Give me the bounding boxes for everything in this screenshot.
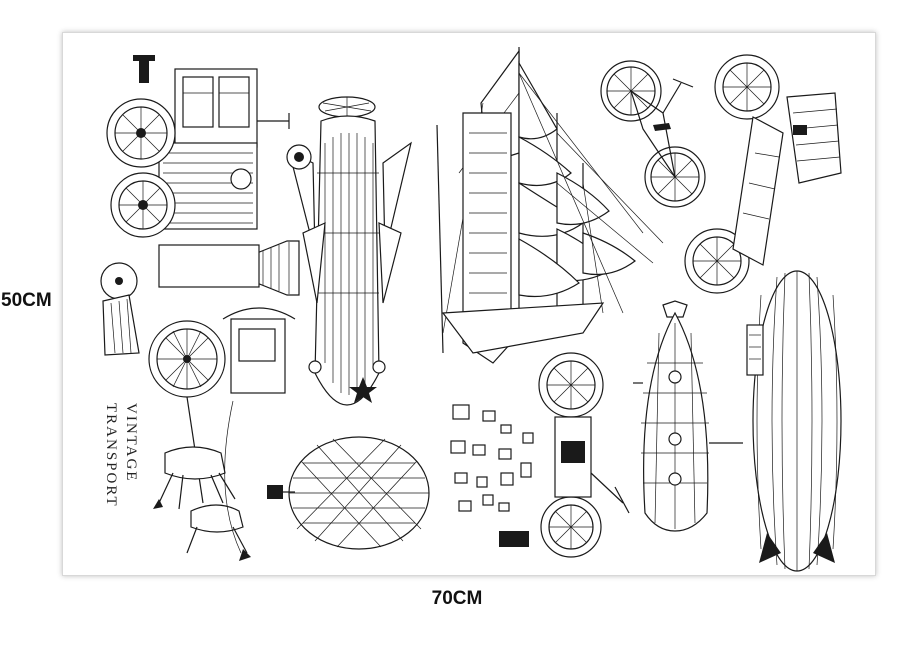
sheet-caption-transport: TRANSPORT xyxy=(103,403,119,508)
vintage-car-icon xyxy=(684,54,842,294)
bicycle-icon xyxy=(600,60,706,208)
steam-locomotive-icon xyxy=(100,55,300,356)
sheet-artwork: VINTAGE TRANSPORT xyxy=(100,47,842,572)
motorcycle-icon xyxy=(538,352,630,558)
hot-air-balloon-icon xyxy=(267,436,430,550)
decal-sheet: VINTAGE TRANSPORT xyxy=(62,32,876,576)
zeppelin-icon xyxy=(746,270,842,572)
sheet-caption-vintage: VINTAGE xyxy=(123,403,139,482)
horse-carriage-icon xyxy=(148,307,296,561)
sailing-ship-icon xyxy=(436,47,664,364)
height-dimension-label: 50CM xyxy=(1,290,52,311)
biplane-icon xyxy=(286,96,412,406)
small-stickers-icon xyxy=(450,404,534,547)
width-dimension-label: 70CM xyxy=(431,588,483,609)
submarine-icon xyxy=(633,300,743,532)
